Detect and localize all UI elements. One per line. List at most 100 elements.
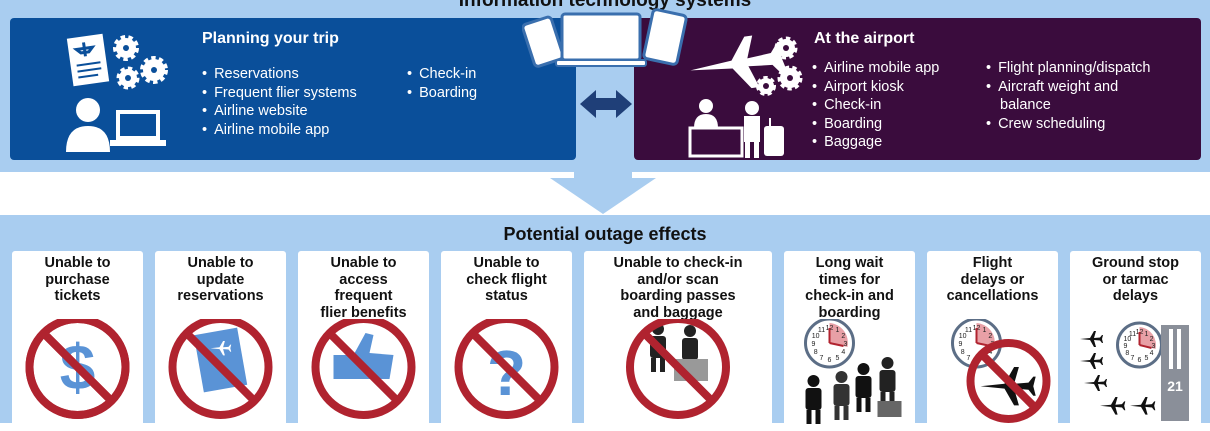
effect-card-label-line: Flight	[972, 255, 1013, 271]
svg-text:2: 2	[841, 333, 845, 340]
svg-text:11: 11	[965, 327, 972, 334]
person-laptop-icon	[66, 98, 166, 152]
effect-card-label-line: purchase	[45, 271, 110, 288]
svg-text:8: 8	[814, 349, 818, 356]
outage-title: Potential outage effects	[503, 224, 707, 244]
planning-title: Planning your trip	[202, 30, 339, 47]
svg-text:10: 10	[959, 333, 967, 340]
effect-card-label-line: flier benefits	[320, 304, 407, 321]
airport-item: Boarding	[812, 115, 939, 134]
flight-status-icon: ?	[454, 319, 559, 419]
flight-delays-icon: 123456789101112	[951, 319, 1051, 423]
planning-item: Airline mobile app	[202, 121, 357, 140]
effect-card-label-line: frequent	[334, 288, 393, 304]
effect-card-label-line: status	[485, 288, 528, 304]
frequent-flier-icon	[311, 319, 416, 419]
effect-card-label-line: Unable to	[44, 255, 111, 271]
svg-text:7: 7	[1131, 355, 1135, 362]
effect-card-label-line: and baggage	[633, 304, 723, 321]
effect-card-label-line: or tarmac	[1102, 271, 1169, 288]
effect-card-label-line: delays	[1112, 288, 1159, 304]
down-arrow-icon	[550, 170, 656, 214]
effect-card-label-line: cancellations	[946, 288, 1039, 304]
svg-text:8: 8	[961, 349, 965, 356]
effect-card-label-line: and/or scan	[637, 271, 719, 288]
airport-item-continuation: balance	[1000, 97, 1051, 113]
svg-text:5: 5	[836, 355, 840, 362]
ticket-gears-icon	[66, 33, 168, 90]
svg-text:1: 1	[836, 327, 840, 334]
long-wait-icon: 123456789101112	[804, 319, 902, 424]
airport-item: Airline mobile app	[812, 59, 939, 78]
planning-item: Check-in	[407, 65, 477, 84]
effect-card-label-line: times for	[818, 271, 881, 288]
svg-text:1: 1	[983, 327, 987, 334]
airport-title: At the airport	[814, 30, 915, 47]
airport-item: Flight planning/dispatch	[986, 59, 1150, 78]
effect-card-label-line: boarding passes	[620, 288, 736, 304]
planning-item: Boarding	[407, 84, 477, 103]
svg-text:4: 4	[1150, 350, 1154, 357]
effect-card-label-line: Ground stop	[1092, 255, 1179, 271]
svg-text:2: 2	[1150, 336, 1154, 343]
airport-item: Aircraft weight and	[986, 78, 1150, 97]
svg-text:11: 11	[1129, 331, 1136, 338]
planning-panel: Planning your trip Reservations Frequent…	[10, 18, 576, 160]
airplane-gears-icon	[690, 35, 803, 96]
svg-text:21: 21	[1167, 378, 1183, 394]
airport-item: Airport kiosk	[812, 78, 939, 97]
effect-card-label-line: delays or	[960, 271, 1025, 288]
effect-card-label-line: Unable to	[187, 255, 254, 271]
airport-item: Baggage	[812, 133, 939, 152]
planning-item: Frequent flier systems	[202, 84, 357, 103]
purchase-tickets-icon: $	[25, 319, 130, 419]
svg-text:9: 9	[1124, 343, 1128, 350]
update-reservations-icon	[168, 319, 273, 419]
svg-text:7: 7	[820, 355, 824, 362]
effect-card-label-line: check-in and	[805, 288, 894, 304]
svg-text:4: 4	[841, 349, 845, 356]
svg-text:4: 4	[988, 349, 992, 356]
effect-card-label-line: Long wait	[815, 255, 884, 271]
airport-item: Crew scheduling	[986, 115, 1150, 134]
svg-text:10: 10	[1123, 336, 1131, 343]
svg-text:3: 3	[844, 341, 848, 348]
svg-text:6: 6	[828, 357, 832, 364]
svg-text:6: 6	[1138, 357, 1142, 364]
effect-card-label-line: reservations	[177, 288, 264, 304]
planning-item: Airline website	[202, 102, 357, 121]
airport-list-2: Flight planning/dispatch Aircraft weight…	[986, 59, 1150, 133]
airport-list-1: Airline mobile app Airport kiosk Check-i…	[812, 59, 939, 152]
it-systems-title: Information technology systems	[458, 0, 752, 11]
svg-text:8: 8	[1125, 350, 1129, 357]
svg-text:2: 2	[988, 333, 992, 340]
ground-stop-icon: 123456789101112 21	[1080, 321, 1189, 421]
effect-card-label-line: boarding	[818, 304, 881, 321]
devices-icon	[522, 8, 688, 68]
svg-text:7: 7	[967, 355, 971, 362]
effect-card-label-line: update	[196, 271, 245, 288]
double-arrow-icon	[580, 90, 632, 118]
effect-card-label-line: Unable to	[473, 255, 540, 271]
checkin-counter-icon	[688, 99, 784, 158]
planning-list-2: Check-in Boarding	[407, 65, 477, 102]
planning-item: Reservations	[202, 65, 357, 84]
effect-card-label-line: Unable to	[330, 255, 397, 271]
svg-text:3: 3	[1152, 343, 1156, 350]
effect-card-label-line: Unable to check-in	[613, 255, 743, 271]
